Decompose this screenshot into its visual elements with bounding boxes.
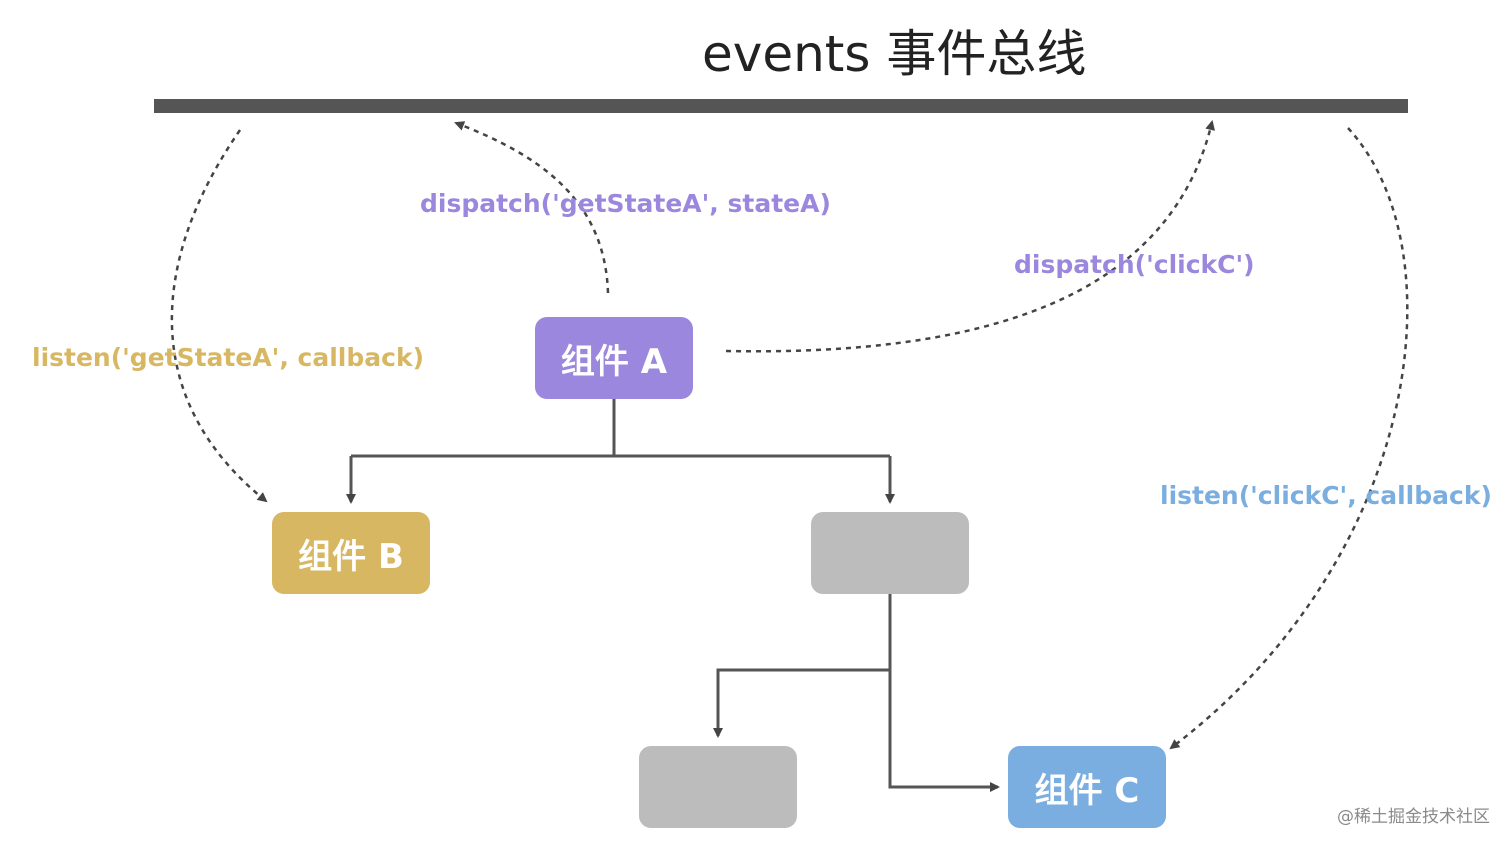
event-connectors	[170, 120, 1409, 750]
event-bus-bar	[154, 99, 1408, 113]
listen-click-arrow	[1169, 127, 1409, 750]
dispatch-get-state-arrow	[454, 121, 610, 294]
dispatch-get-state-label: dispatch('getStateA', stateA)	[420, 189, 831, 218]
tree-connectors	[346, 399, 1000, 792]
diagram-title: events 事件总线	[702, 25, 1087, 83]
placeholder-component-node	[811, 512, 969, 594]
dispatch-click-label: dispatch('clickC')	[1014, 250, 1255, 279]
listen-get-state-arrow	[170, 129, 268, 503]
component-c-node: 组件 C	[1008, 746, 1166, 828]
watermark: @稀土掘金技术社区	[1337, 807, 1490, 827]
connector-gray-branch	[713, 668, 890, 738]
listen-click-label: listen('clickC', callback)	[1160, 481, 1492, 510]
component-a-node: 组件 A	[535, 317, 693, 399]
placeholder-component-node	[639, 746, 797, 828]
component-b-node: 组件 B	[272, 512, 430, 594]
listen-get-state-label: listen('getStateA', callback)	[32, 343, 425, 372]
connector-gray-trunk	[888, 594, 1000, 792]
dispatch-click-arrow	[725, 120, 1216, 353]
